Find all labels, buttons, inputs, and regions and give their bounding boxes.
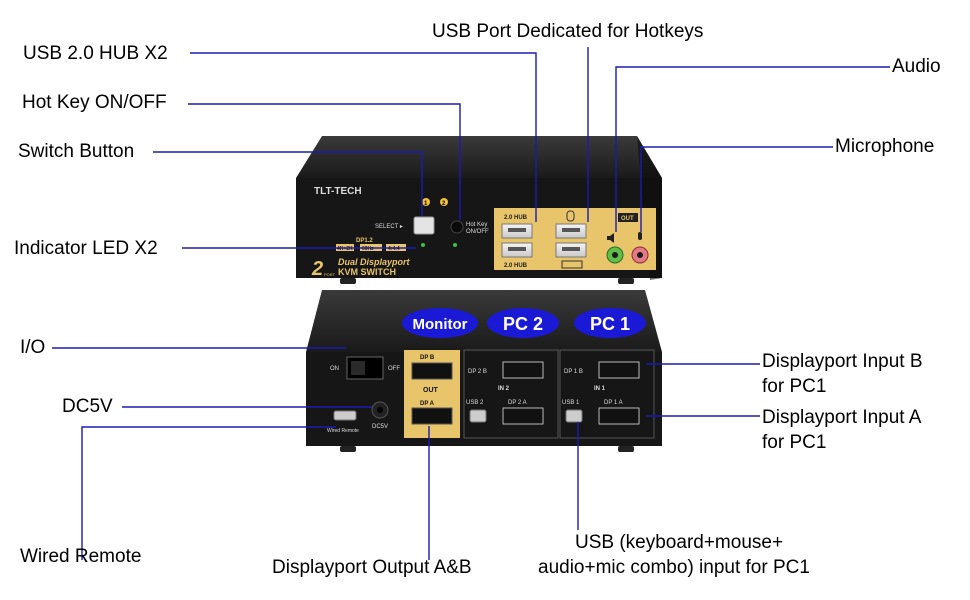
wired-remote-port <box>333 410 357 421</box>
pc2-dp-b-label: DP 2 B <box>468 369 487 375</box>
logo-line1: Dual Displayport <box>338 257 411 267</box>
monitor-badge <box>402 308 478 338</box>
pc2-in-label: IN 2 <box>498 386 510 392</box>
leader-lines <box>52 47 890 560</box>
callout-dp-input-b-line1: Displayport Input B <box>762 351 923 372</box>
callout-dp-input-a-line2: for PC1 <box>762 432 827 453</box>
pc1-dp-b-port <box>598 361 640 379</box>
badge-4k: 4K+2K <box>337 246 353 252</box>
hotkey-label-1: Hot Key <box>466 222 487 228</box>
pc1-dp-a-port <box>598 407 640 425</box>
pc1-usb-port <box>565 409 583 423</box>
led2-label: 2 <box>442 201 446 207</box>
logo-port: PORT <box>324 272 336 277</box>
indicator-led-2 <box>440 198 448 206</box>
badge-pc2-text: PC 2 <box>503 314 543 334</box>
callout-audio: Audio <box>892 56 941 77</box>
callout-dp-output: Displayport Output A&B <box>272 557 472 578</box>
callout-microphone: Microphone <box>835 136 935 157</box>
speaker-icon <box>607 233 614 243</box>
hotkey-label-2: ON/OFF <box>466 229 489 235</box>
callout-usb-input-line1: USB (keyboard+mouse+ <box>575 532 784 553</box>
select-label: SELECT ▸ <box>375 224 403 230</box>
back-out-label: OUT <box>423 387 439 394</box>
hub-label-top: 2.0 HUB <box>504 215 528 221</box>
callout-hotkey-onoff: Hot Key ON/OFF <box>22 92 167 113</box>
callout-io: I/O <box>20 337 46 358</box>
led1-label: 1 <box>424 201 428 207</box>
badge-dp: DP1.2 <box>356 238 373 244</box>
pc2-dp-b-port <box>502 361 544 379</box>
callout-wired-remote: Wired Remote <box>20 546 142 567</box>
dcv-label: DC5V <box>372 424 388 430</box>
pc1-in-label: IN 1 <box>594 386 606 392</box>
pc2-dp-a-port <box>502 407 544 425</box>
callout-switch-button: Switch Button <box>18 141 135 162</box>
indicator-led-1 <box>422 198 430 206</box>
microphone-icon <box>638 232 642 240</box>
callout-usb-hotkeys: USB Port Dedicated for Hotkeys <box>432 21 704 42</box>
logo-line2: KVM SWITCH <box>338 267 396 277</box>
hub-label-bottom: 2.0 HUB <box>504 263 528 269</box>
wired-remote-label: Wired Remote <box>327 428 359 434</box>
pc2-usb-port <box>469 409 487 423</box>
badge-444: 4:4:4 <box>388 246 400 252</box>
audio-jack <box>606 233 624 264</box>
dp-b-out-label: DP B <box>420 355 435 361</box>
off-label: OFF <box>388 366 400 372</box>
callout-indicator-led: Indicator LED X2 <box>14 238 158 259</box>
pc2-usb-label: USB 2 <box>466 400 484 406</box>
front-out-label: OUT <box>621 216 634 222</box>
keyboard-icon <box>561 260 583 269</box>
microphone-jack <box>631 232 649 264</box>
callout-dp-input-b-line2: for PC1 <box>762 376 827 397</box>
callout-usb-input-line2: audio+mic combo) input for PC1 <box>538 557 810 578</box>
pc2-dp-a-label: DP 2 A <box>508 400 527 406</box>
brand-label: TLT-TECH <box>314 186 362 197</box>
on-label: ON <box>330 366 339 372</box>
pc1-usb-label: USB 1 <box>562 400 580 406</box>
pc2-badge <box>487 308 559 338</box>
usb-hub-ports <box>501 223 533 258</box>
callout-dc5v: DC5V <box>62 396 113 417</box>
pc1-dp-b-label: DP 1 B <box>564 369 583 375</box>
mouse-icon <box>566 210 575 222</box>
logo-number: 2 <box>311 258 323 280</box>
switch-button[interactable] <box>413 216 435 235</box>
pc1-dp-a-label: DP 1 A <box>604 400 623 406</box>
badge-monitor-text: Monitor <box>413 316 468 333</box>
callout-usb-hub: USB 2.0 HUB X2 <box>23 43 168 64</box>
dp-a-out-label: DP A <box>420 401 435 407</box>
pc1-badge <box>574 308 646 338</box>
front-unit <box>296 136 662 284</box>
hotkey-switch[interactable] <box>450 220 464 234</box>
badge-pc1-text: PC 1 <box>590 314 630 334</box>
usb-hotkey-ports <box>555 210 587 269</box>
back-unit <box>306 290 662 452</box>
badge-hz: 60Hz <box>362 246 374 252</box>
callout-dp-input-a-line1: Displayport Input A <box>762 407 922 428</box>
